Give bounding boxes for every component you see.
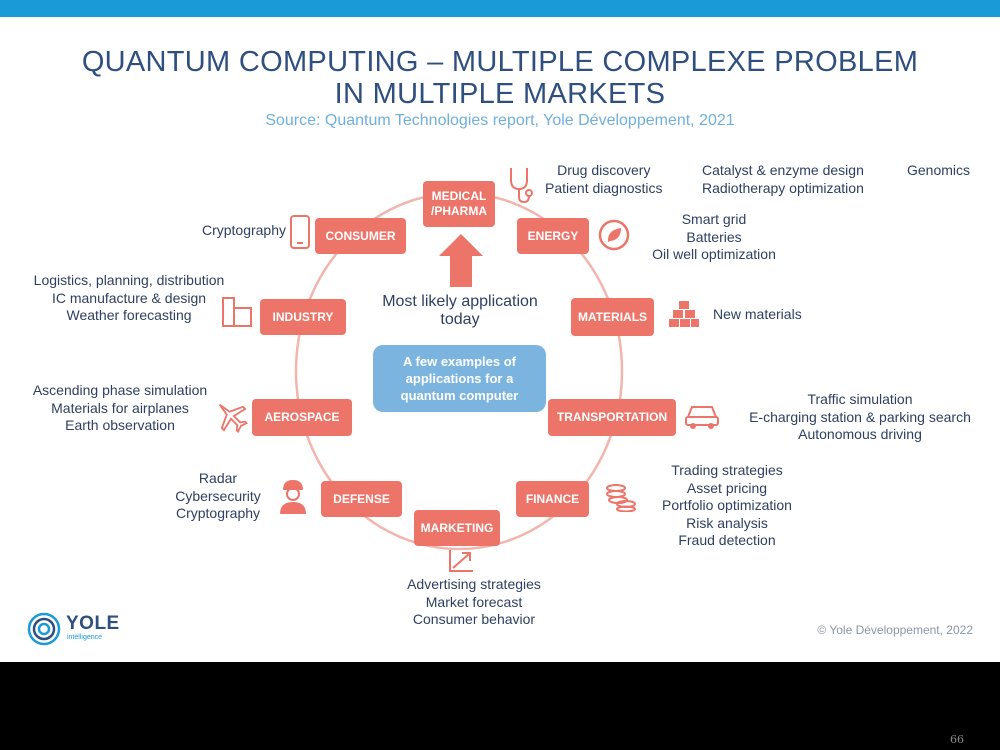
soldier-icon — [280, 480, 306, 514]
marketing-apps: Advertising strategies Market forecast C… — [407, 576, 541, 627]
aerospace-apps: Ascending phase simulation Materials for… — [32, 382, 208, 433]
defense-apps: Radar Cybersecurity Cryptography — [175, 470, 261, 521]
top-accent-bar — [0, 0, 1000, 17]
copyright: © Yole Développement, 2022 — [817, 623, 973, 637]
diagram-ring — [294, 191, 624, 551]
most-likely-arrow — [439, 234, 483, 287]
page-number: 66 — [950, 733, 964, 746]
node-transportation: TRANSPORTATION — [548, 399, 676, 436]
medical-apps-a: Drug discovery Patient diagnostics — [545, 162, 663, 196]
energy-leaf-icon — [598, 219, 630, 251]
airplane-icon — [218, 403, 249, 434]
slide: QUANTUM COMPUTING – MULTIPLE COMPLEXE PR… — [0, 0, 1000, 662]
node-materials: MATERIALS — [571, 298, 654, 336]
yole-logo-icon — [27, 612, 61, 646]
medical-apps-c: Genomics — [907, 162, 971, 178]
node-energy: ENERGY — [517, 218, 589, 254]
node-industry: INDUSTRY — [260, 299, 346, 335]
node-defense: DEFENSE — [321, 481, 402, 517]
stacked-blocks-icon — [669, 301, 699, 327]
yole-logo-subtext: intelligence — [67, 634, 103, 641]
car-icon — [685, 406, 719, 429]
slide-title-line1: QUANTUM COMPUTING – MULTIPLE COMPLEXE PR… — [81, 46, 919, 78]
factory-icon — [222, 297, 252, 327]
finance-apps: Trading strategies Asset pricing Portfol… — [662, 462, 792, 548]
medical-apps-b: Catalyst & enzyme design Radiotherapy op… — [702, 162, 864, 196]
stethoscope-icon — [510, 168, 533, 204]
node-marketing: MARKETING — [414, 510, 500, 546]
center-box: A few examples of applications for a qua… — [373, 345, 546, 412]
energy-apps: Smart grid Batteries Oil well optimizati… — [652, 211, 776, 262]
trend-chart-icon — [449, 550, 473, 572]
source-caption: Source: Quantum Technologies report, Yol… — [265, 112, 735, 129]
coins-icon — [606, 484, 636, 512]
industry-apps: Logistics, planning, distribution IC man… — [33, 272, 225, 323]
node-aerospace: AEROSPACE — [252, 399, 352, 436]
node-medical-pharma: MEDICAL/PHARMA — [423, 181, 495, 227]
smartphone-icon — [290, 215, 310, 249]
consumer-apps: Cryptography — [201, 222, 286, 238]
most-likely-label: Most likely application today — [382, 293, 538, 328]
node-finance: FINANCE — [516, 481, 589, 517]
yole-logo-text: YOLE — [66, 613, 120, 634]
slide-title-line2: IN MULTIPLE MARKETS — [334, 78, 666, 110]
materials-apps: New materials — [713, 306, 802, 322]
transportation-apps: Traffic simulation E-charging station & … — [749, 391, 971, 442]
node-consumer: CONSUMER — [315, 218, 406, 254]
